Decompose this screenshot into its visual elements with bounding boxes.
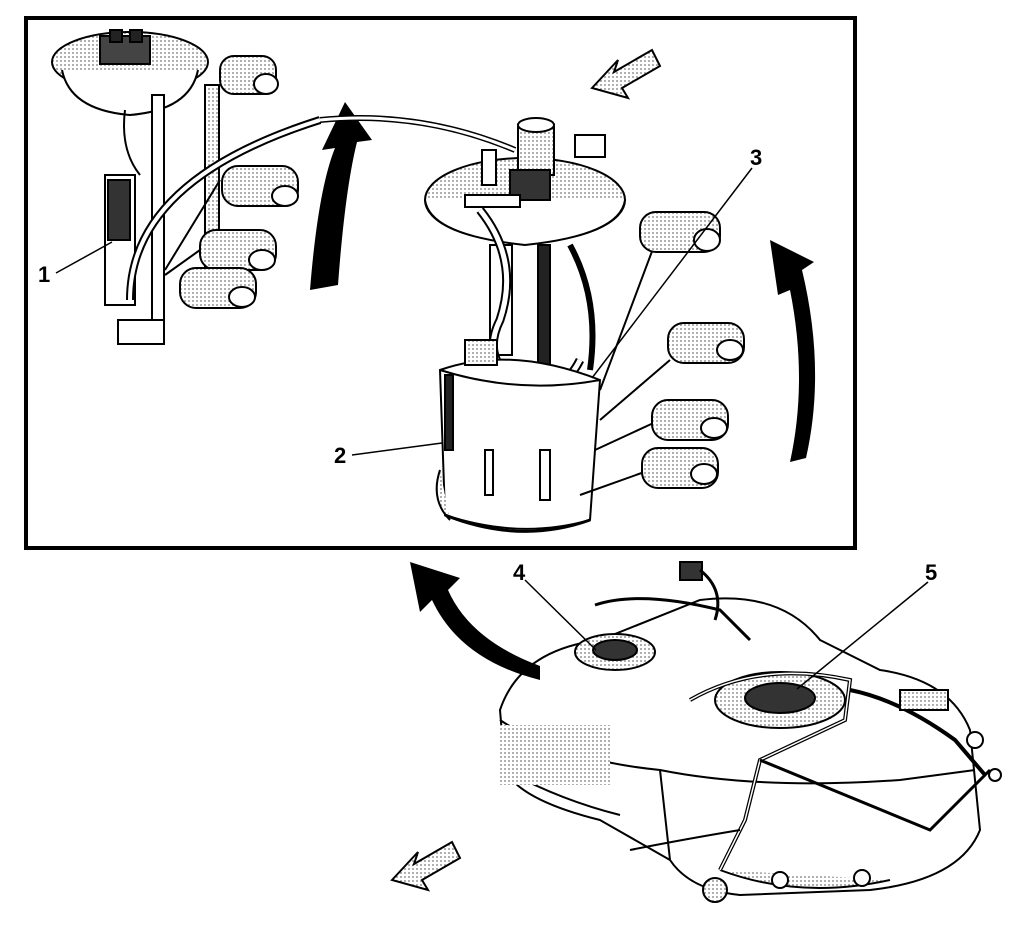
callout-1: 1 (38, 262, 50, 287)
float-4 (179, 267, 257, 309)
callout-3: 3 (750, 145, 762, 170)
rotation-arrow-icon (410, 562, 540, 680)
rotation-arrow-icon (770, 240, 816, 462)
float-6 (667, 322, 745, 364)
float-8 (641, 447, 719, 489)
callout-4: 4 (513, 560, 526, 585)
float-7 (651, 399, 729, 441)
detail-inset-frame (24, 16, 857, 550)
fuel-level-sensor-module (51, 29, 322, 345)
fuel-pump-module (319, 115, 745, 533)
float-1 (219, 55, 279, 95)
front-direction-arrow-icon (590, 48, 662, 100)
front-direction-arrow-icon (390, 840, 462, 892)
rotation-arrow-icon (310, 102, 372, 290)
fuel-tank-assembly (498, 561, 1002, 903)
callout-leaders (55, 167, 929, 690)
callout-5: 5 (925, 560, 937, 585)
float-3 (199, 229, 277, 271)
float-5 (639, 211, 721, 253)
float-2 (221, 165, 299, 207)
callout-2: 2 (334, 443, 346, 468)
